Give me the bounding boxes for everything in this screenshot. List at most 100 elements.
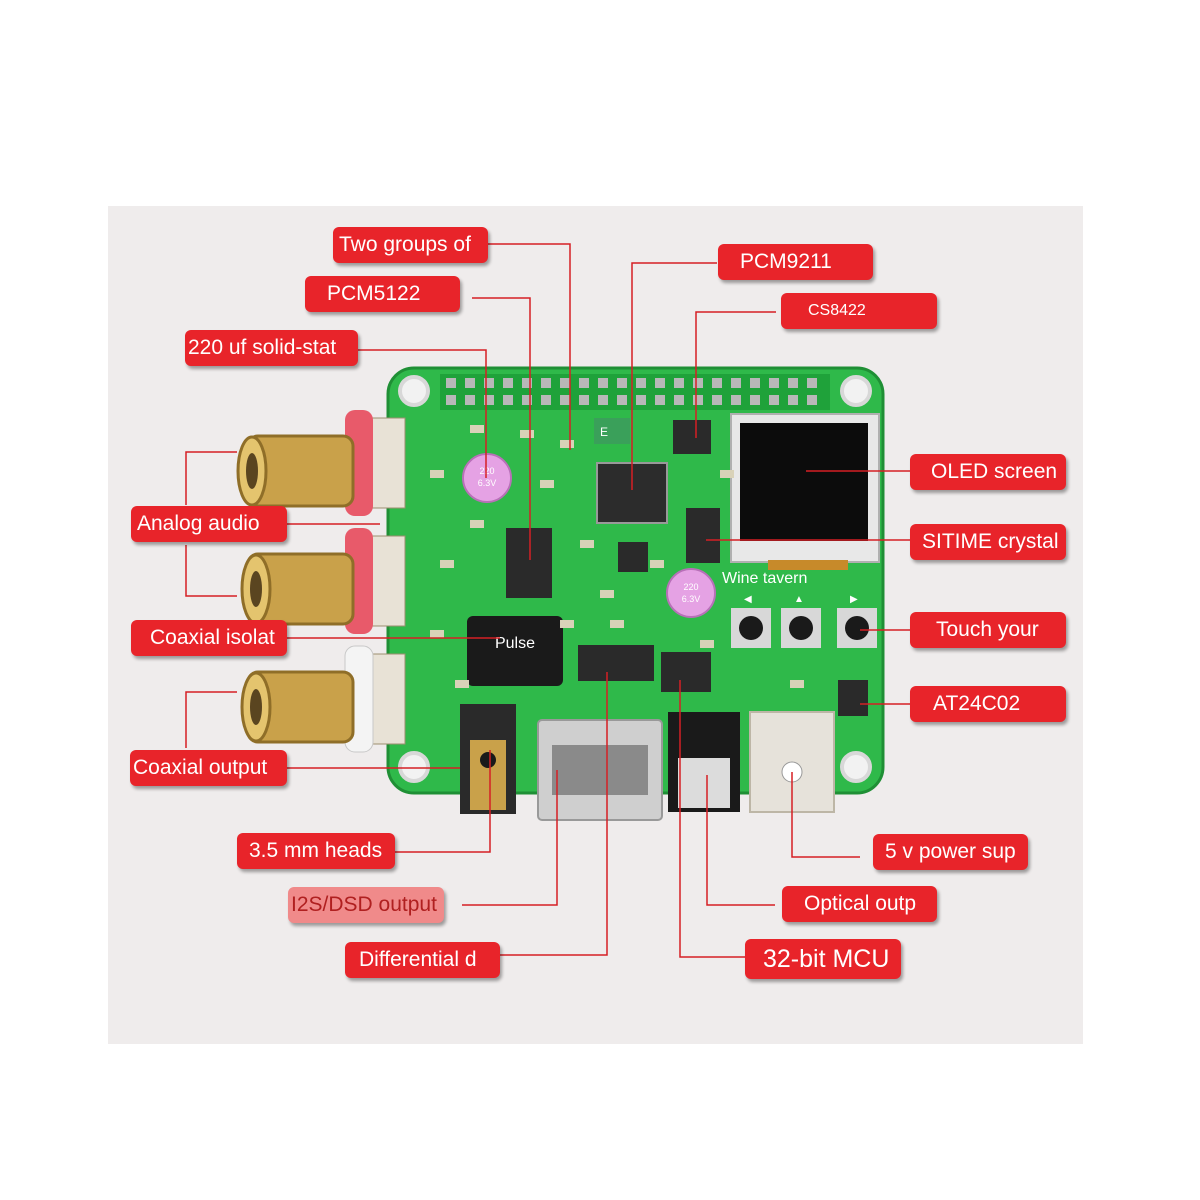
gpio-pin: [693, 395, 703, 405]
smd-part: [440, 560, 454, 568]
smd-part: [430, 630, 444, 638]
gpio-pin: [465, 378, 475, 388]
gpio-pin: [579, 395, 589, 405]
gpio-pin: [598, 378, 608, 388]
svg-text:E: E: [600, 425, 608, 439]
capacitor-2: 220 6.3V: [666, 568, 716, 618]
mounting-holes: [398, 375, 872, 783]
differential-chip: [578, 645, 654, 681]
gpio-pin: [522, 378, 532, 388]
label-pcm5122: PCM5122: [305, 276, 460, 312]
smd-part: [470, 520, 484, 528]
gpio-pin: [712, 395, 722, 405]
smd-part: [700, 640, 714, 648]
gpio-pin: [617, 395, 627, 405]
label-32bit-mcu: 32-bit MCU: [745, 939, 901, 979]
smd-part: [540, 480, 554, 488]
gpio-pin: [674, 395, 684, 405]
gpio-pin: [484, 395, 494, 405]
gpio-pin: [731, 378, 741, 388]
gpio-pin: [503, 378, 513, 388]
gpio-pin: [731, 395, 741, 405]
label-pcm9211: PCM9211: [718, 244, 873, 280]
headphone-jack: [460, 704, 516, 814]
gpio-pin: [693, 378, 703, 388]
label-at24c02: AT24C02: [910, 686, 1066, 722]
gpio-pin: [655, 378, 665, 388]
rca-jack-top: [236, 410, 406, 516]
pulse-transformer: Pulse: [467, 616, 563, 686]
smd-part: [430, 470, 444, 478]
capacitor-1: 220 6.3V: [462, 453, 512, 503]
smd-part: [455, 680, 469, 688]
label-coaxial-output: Coaxial output: [130, 750, 287, 786]
gpio-pin: [541, 395, 551, 405]
cs8422-chip: [673, 420, 711, 454]
gpio-pin: [579, 378, 589, 388]
gpio-pin: [674, 378, 684, 388]
svg-text:6.3V: 6.3V: [682, 594, 701, 604]
smd-part: [790, 680, 804, 688]
label-capacitor: 220 uf solid-stat: [185, 330, 358, 366]
gpio-pin: [636, 378, 646, 388]
gpio-pin: [560, 378, 570, 388]
smd-components: [430, 425, 804, 688]
sitime-crystal: [686, 508, 720, 563]
gpio-pin: [788, 395, 798, 405]
gpio-pin: [465, 395, 475, 405]
gpio-pin: [750, 378, 760, 388]
svg-text:◀: ◀: [744, 594, 752, 605]
gpio-pin: [446, 395, 456, 405]
label-touch-keys: Touch your: [910, 612, 1066, 648]
smd-part: [610, 620, 624, 628]
gpio-header: [440, 374, 830, 410]
small-ic: [618, 542, 648, 572]
label-headset: 3.5 mm heads: [237, 833, 395, 869]
rca-jack-middle: [240, 528, 406, 634]
rca-jack-bottom: [240, 645, 406, 753]
gpio-pin: [769, 378, 779, 388]
svg-text:▶: ▶: [850, 594, 858, 605]
smd-part: [520, 430, 534, 438]
smd-part: [650, 560, 664, 568]
svg-text:Pulse: Pulse: [495, 635, 535, 652]
smd-part: [580, 540, 594, 548]
smd-part: [470, 425, 484, 433]
gpio-pin: [503, 395, 513, 405]
pcm5122-chip: [506, 528, 552, 598]
smd-part: [560, 440, 574, 448]
gpio-pin: [541, 378, 551, 388]
smd-part: [560, 620, 574, 628]
label-power-supply: 5 v power sup: [873, 834, 1028, 870]
label-oled-screen: OLED screen: [910, 454, 1066, 490]
gpio-pin: [712, 378, 722, 388]
hdmi-port: [537, 719, 663, 821]
svg-text:▲: ▲: [794, 594, 804, 605]
label-i2s-dsd-output: I2S/DSD output: [288, 887, 444, 923]
gpio-pin: [636, 395, 646, 405]
gpio-pin: [522, 395, 532, 405]
mcu-chip: [661, 652, 711, 692]
touch-buttons: ◀ ▲ ▶: [731, 594, 877, 648]
eeprom-chip: [838, 680, 868, 716]
gpio-pin: [750, 395, 760, 405]
svg-text:220: 220: [683, 582, 698, 592]
gpio-pin: [655, 395, 665, 405]
label-optical-output: Optical outp: [782, 886, 937, 922]
gpio-pin: [560, 395, 570, 405]
gpio-pin: [617, 378, 627, 388]
gpio-pin: [807, 378, 817, 388]
svg-text:Wine tavern: Wine tavern: [722, 570, 807, 587]
svg-text:220: 220: [479, 466, 494, 476]
label-differential: Differential d: [345, 942, 500, 978]
gpio-pin: [484, 378, 494, 388]
gpio-pin: [807, 395, 817, 405]
label-coaxial-isolation: Coaxial isolat: [131, 620, 287, 656]
label-sitime-crystal: SITIME crystal: [910, 524, 1066, 560]
gpio-pin: [446, 378, 456, 388]
gpio-pin: [598, 395, 608, 405]
label-analog-audio: Analog audio: [131, 506, 287, 542]
label-cs8422: CS8422: [781, 293, 937, 329]
